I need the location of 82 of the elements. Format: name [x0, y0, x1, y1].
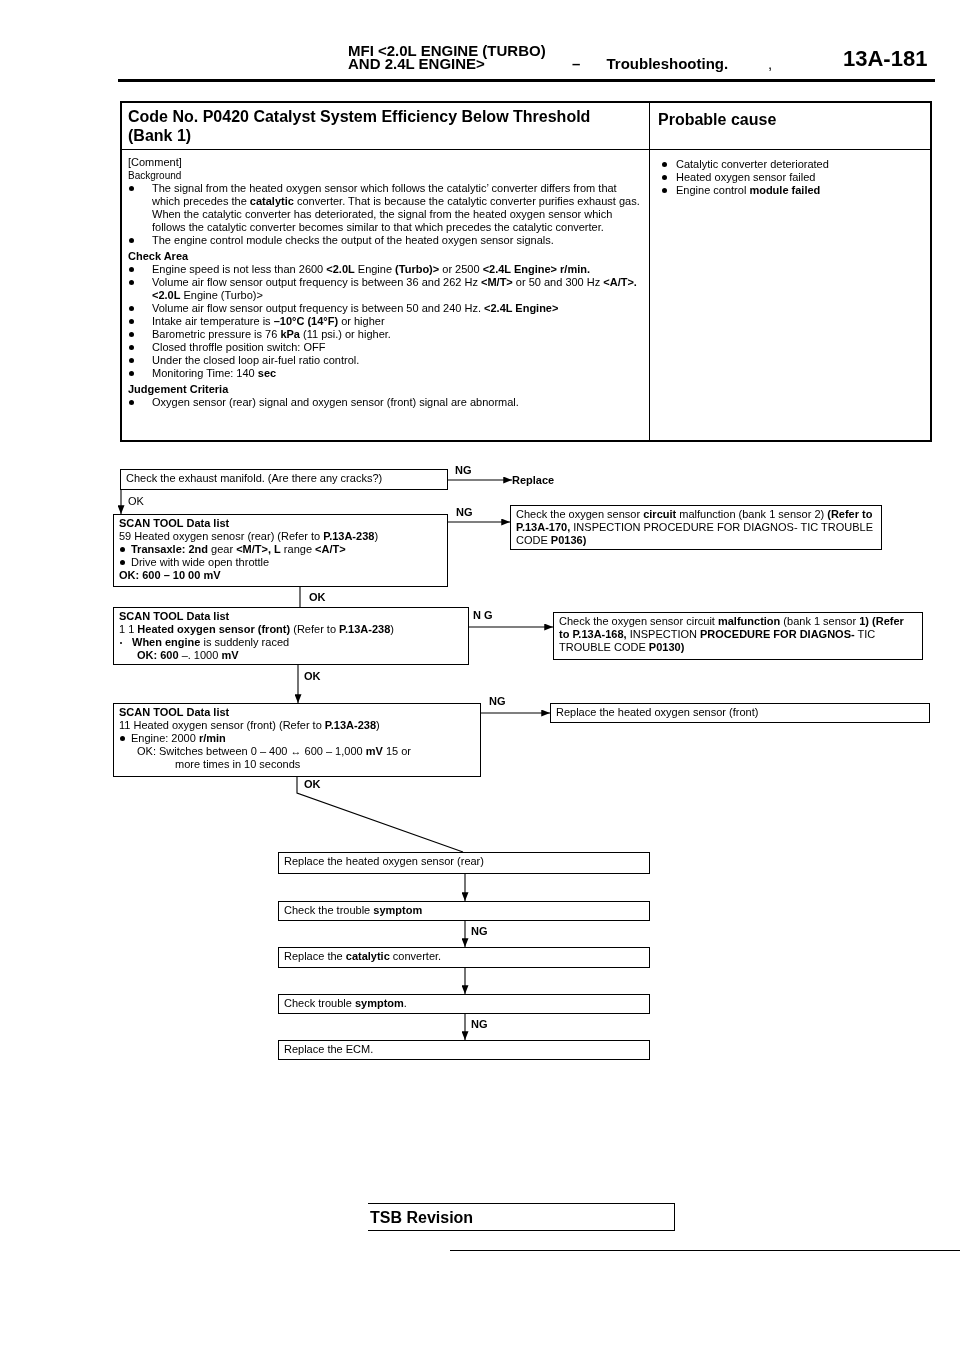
comment-label: [Comment] — [128, 156, 183, 169]
bullet-text: Engine control module failed — [676, 184, 821, 197]
bullet-text: Barometric pressure is 76 kPa (11 psi.) or higher. — [152, 328, 391, 341]
bullet-text: Catalytic converter deteriorated — [676, 158, 829, 171]
bullet-text: Engine speed is not less than 2600 <2.0L Engine (Turbo)> or 2500 <2.4L Engine> r/min. — [152, 263, 590, 276]
process-box — [278, 901, 650, 921]
bullet-text: The signal from the heated oxygen sensor which follows the catalytic’ converter differs from that which precedes the catalytic converter. That is because the catalytic converter purifies exhaust gas. When the catalytic converter has deteriorated, the signal from the heated oxygen sensor which follows the catalytic converter becomes similar to that which precedes the catalytic converter. — [152, 182, 641, 234]
box-text: 59 Heated oxygen senosr (rear) (Refer to P.13A-238) — [119, 530, 380, 543]
flow-arrow — [447, 476, 513, 484]
process-box — [113, 703, 481, 777]
bullet-text: Monitoring Time: 140 sec — [152, 367, 277, 380]
process-box — [278, 994, 650, 1014]
flow-arrow — [447, 518, 511, 526]
edge-label: OK — [308, 591, 327, 603]
revision-label: TSB Revision — [368, 1203, 675, 1231]
flow-arrow — [480, 709, 551, 717]
subheading: Background — [128, 169, 183, 182]
edge-label: OK — [303, 778, 322, 790]
box-text: Check the oxygen sensor circuit malfunction (bank 1 sensor 1) (Refer to P.13A-168, INSPECTION PROCEDURE FOR DIAGNOS- TIC TROUBLE CODE P0130) — [559, 615, 905, 654]
code-title: Code No. P0420 Catalyst System Efficiency Below Threshold (Bank 1) — [128, 107, 592, 145]
box-text: Replace the catalytic converter. — [284, 950, 443, 963]
box-text: Check the oxygen sensor circuit malfunction (bank 1 sensor 2) (Refer to P.13A-170, INSPECTION PROCEDURE FOR DIAGNOS- TIC TROUBLE CODE P0136) — [516, 508, 874, 547]
box-text: When engine is suddenly raced — [132, 636, 290, 649]
edge-label: OK — [303, 670, 322, 682]
box-heading: SCAN TOOL Data list — [119, 610, 231, 623]
action-text: Replace — [512, 473, 555, 487]
bullet-text: Closed throffle position switch: OFF — [152, 341, 326, 354]
flow-arrow — [461, 1013, 469, 1041]
process-box — [278, 947, 650, 968]
flow-arrow — [461, 873, 469, 902]
process-box — [278, 852, 650, 874]
box-text: Transaxle: 2nd gear <M/T>, L range <A/T> — [131, 543, 346, 556]
subheading: Judgement Criteria — [128, 383, 230, 396]
bullet-text: Oxygen sensor (rear) signal and oxygen sensor (front) signal are abnormal. — [152, 396, 519, 409]
punctuation-mark: , — [768, 55, 773, 72]
page-number: 13A-181 — [843, 47, 928, 71]
bullet-text: Intake air temperature is –10°C (14°F) or higher — [152, 315, 385, 328]
subheading: Check Area — [128, 250, 190, 263]
process-box — [553, 612, 923, 660]
box-text: Drive with wide open throttle — [131, 556, 270, 569]
box-text: OK: Switches between 0 – 400 ↔ 600 – 1,000 mV 15 or more times in 10 seconds — [136, 745, 412, 771]
edge-label: NG — [488, 695, 507, 707]
process-box — [113, 514, 448, 587]
bullet-text: Volume air flow sensor output frequency is between 36 and 262 Hz <M/T> or 50 and 300 Hz <A/T>. <2.0L Engine (Turbo)> — [152, 276, 638, 302]
flow-line — [299, 586, 301, 608]
edge-label: N G — [472, 609, 494, 621]
box-text: Check the exhaust manifold. (Are there any cracks?) — [126, 472, 384, 485]
process-box — [550, 703, 930, 723]
flow-arrow — [468, 623, 554, 631]
flow-arrow — [461, 967, 469, 995]
process-box — [113, 607, 469, 665]
box-text: Check trouble symptom. — [284, 997, 408, 1010]
bullet-text: Heated oxygen sensor failed — [676, 171, 816, 184]
box-text: Replace the ECM. — [284, 1043, 375, 1056]
box-text: Engine: 2000 r/min — [131, 732, 226, 745]
edge-label: NG — [455, 506, 474, 518]
bullet-text: The engine control module checks the output of the heated oxygen sensor signals. — [152, 234, 554, 247]
bullet-text: Under the closed loop air-fuel ratio control. — [152, 354, 360, 367]
flow-arrow — [294, 664, 302, 704]
section-title: – Troubleshooting. — [572, 55, 729, 72]
edge-label: NG — [470, 1018, 489, 1030]
box-text: Replace the heated oxygen sensor (front) — [556, 706, 760, 719]
process-box — [510, 505, 882, 550]
box-text: 1 1 Heated oxygen sensor (front) (Refer to P.13A-238) — [119, 623, 395, 636]
box-text: 11 Heated oxygen sensor (front) (Refer to P.13A-238) — [119, 719, 381, 732]
edge-label: NG — [454, 464, 473, 476]
column-heading: Probable cause — [658, 110, 778, 129]
process-box — [278, 1040, 650, 1060]
bullet-text: Volume air flow sensor output frequency is between 50 and 240 Hz. <2.4L Engine> — [152, 302, 559, 315]
flow-line — [296, 776, 464, 853]
flow-arrow — [117, 489, 125, 515]
process-box — [120, 469, 448, 490]
edge-label: NG — [470, 925, 489, 937]
box-text: OK: 600 – 10 00 mV — [119, 569, 222, 582]
header-title: MFI <2.0L ENGINE (TURBO) AND 2.4L ENGINE> — [348, 44, 547, 70]
box-text: OK: 600 –. 1000 mV — [136, 649, 240, 662]
box-text: Replace the heated oxygen sensor (rear) — [284, 855, 485, 868]
edge-label: OK — [127, 495, 145, 507]
box-text: Check the trouble symptom — [284, 904, 424, 917]
box-heading: SCAN TOOL Data list — [119, 517, 231, 530]
box-heading: SCAN TOOL Data list — [119, 706, 231, 719]
flow-arrow — [461, 920, 469, 948]
